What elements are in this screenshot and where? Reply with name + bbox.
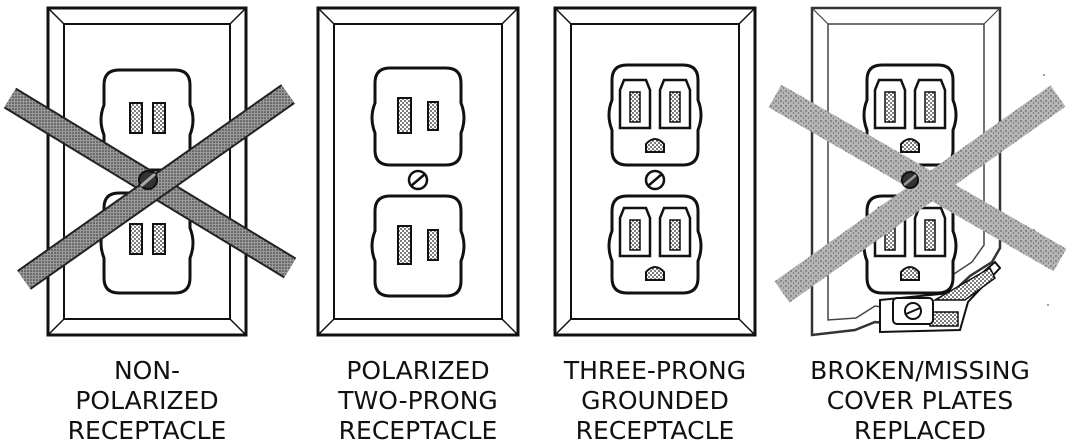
slot-right xyxy=(153,103,165,133)
caption-line: THREE-PRONG xyxy=(545,356,765,386)
panel-three-prong-grounded xyxy=(555,8,755,335)
ground-hole xyxy=(646,267,664,280)
caption-line: COVER PLATES xyxy=(795,386,1045,416)
panel-broken-cover-plate xyxy=(775,8,1060,335)
slot-narrow xyxy=(428,102,438,130)
slot-wide xyxy=(398,226,411,264)
caption-line: RECEPTACLE xyxy=(545,416,765,446)
caption-line: BROKEN/MISSING xyxy=(795,356,1045,386)
caption-line: POLARIZED xyxy=(308,356,528,386)
slot-narrow xyxy=(428,230,438,260)
ground-hole xyxy=(901,139,919,152)
slot-left xyxy=(130,224,142,254)
plate-screw xyxy=(409,171,427,189)
caption-three-prong-grounded: THREE-PRONG GROUNDED RECEPTACLE xyxy=(545,356,765,446)
caption-line: NON- xyxy=(37,356,257,386)
caption-broken-cover-plate: BROKEN/MISSING COVER PLATES REPLACED xyxy=(795,356,1045,446)
caption-line: TWO-PRONG xyxy=(308,386,528,416)
ground-hole xyxy=(646,139,664,152)
caption-line: POLARIZED xyxy=(37,386,257,416)
panel-polarized-two-prong xyxy=(318,8,518,335)
plate-screw xyxy=(139,171,157,189)
outlet-bottom xyxy=(372,196,464,296)
caption-line: RECEPTACLE xyxy=(37,416,257,446)
caption-line: RECEPTACLE xyxy=(308,416,528,446)
outlet-top xyxy=(372,68,464,165)
slot-right xyxy=(153,224,165,254)
slot-left xyxy=(130,103,142,133)
plate-screw xyxy=(646,171,664,189)
ground-hole xyxy=(901,267,919,280)
caption-line: REPLACED xyxy=(795,416,1045,446)
caption-polarized-two-prong: POLARIZED TWO-PRONG RECEPTACLE xyxy=(308,356,528,446)
caption-line: GROUNDED xyxy=(545,386,765,416)
plate-screw xyxy=(902,172,918,188)
panel-non-polarized xyxy=(10,8,290,335)
caption-non-polarized: NON- POLARIZED RECEPTACLE xyxy=(37,356,257,446)
slot-wide xyxy=(398,98,411,133)
